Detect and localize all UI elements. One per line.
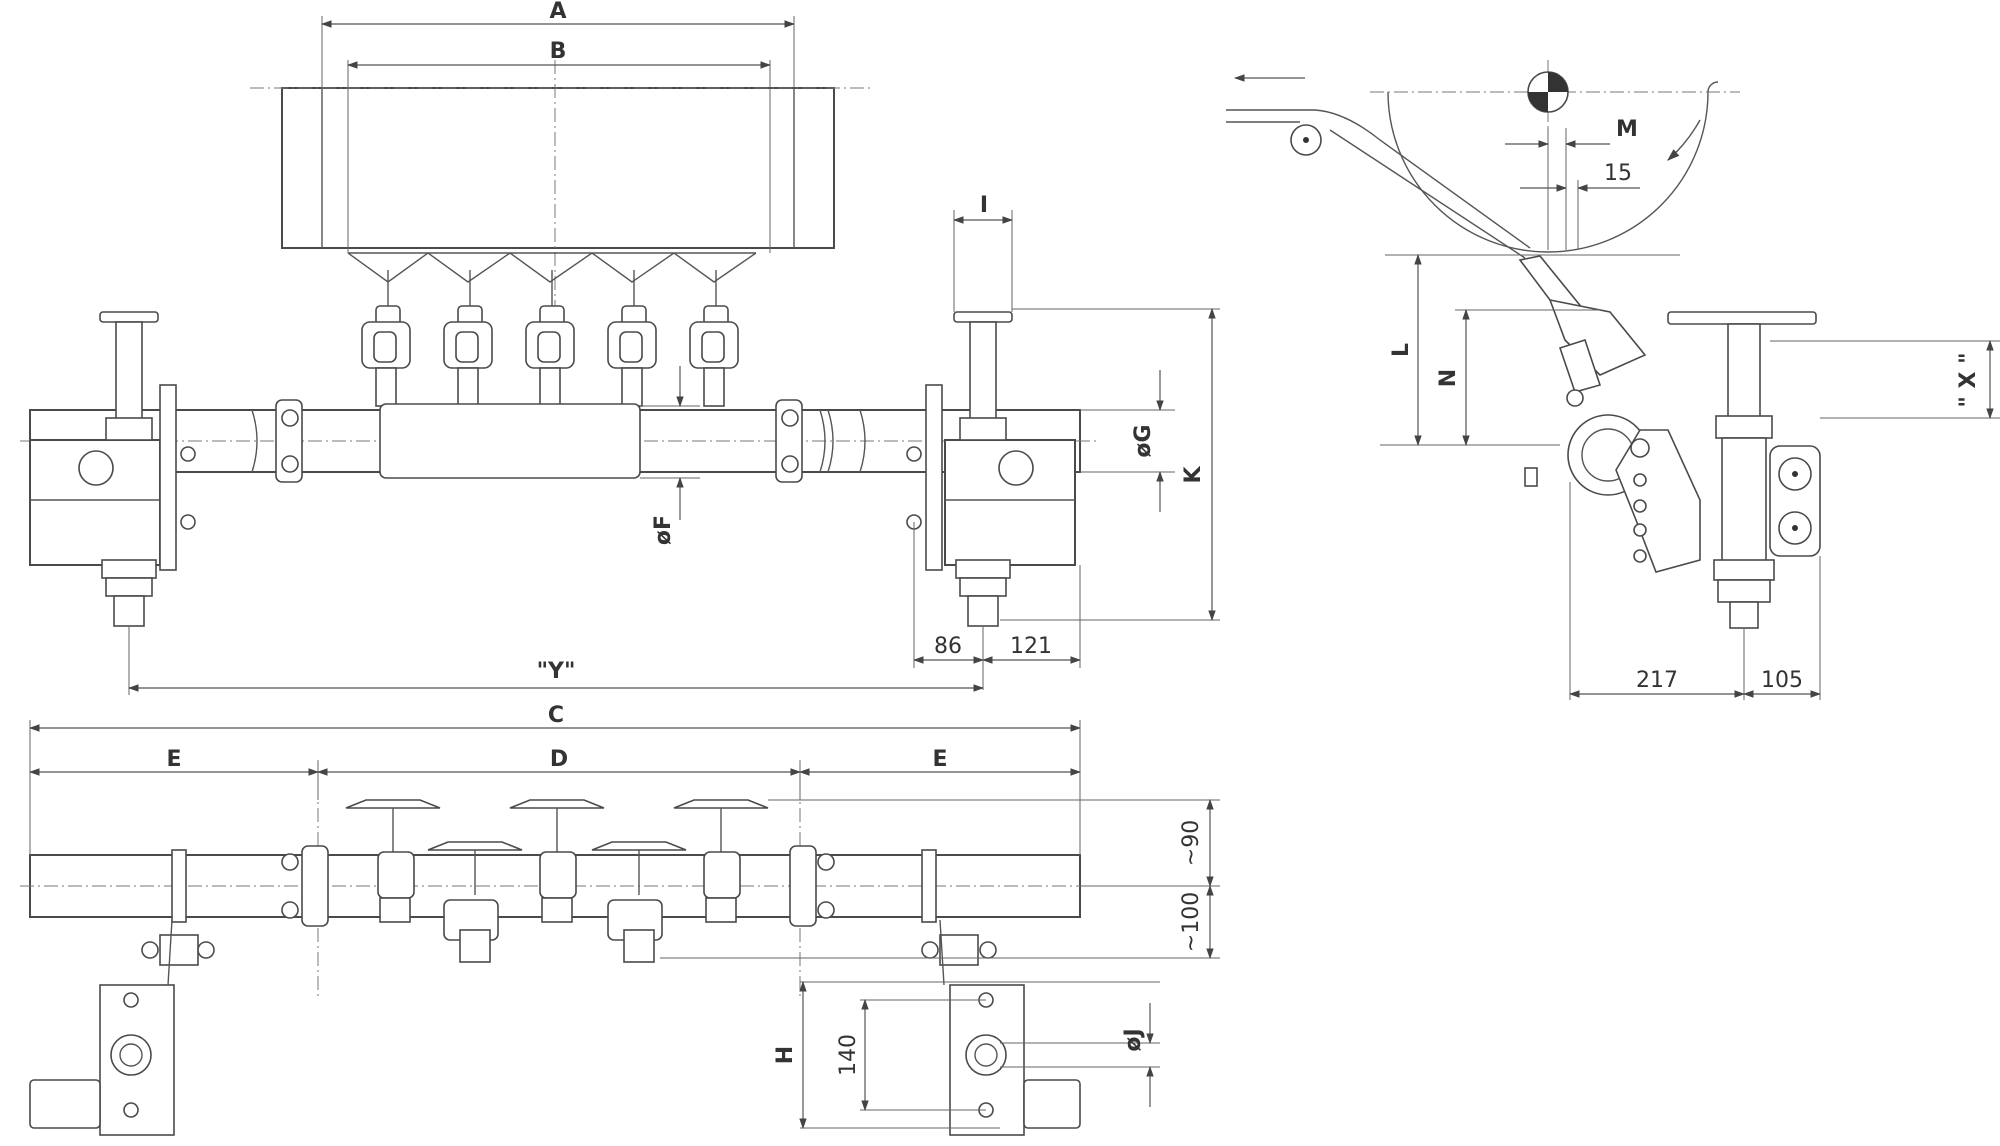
left-mount-plate: [29, 849, 215, 1136]
value-121: 121: [1010, 634, 1052, 659]
holder-4: [607, 270, 657, 407]
label-e-left: E: [166, 747, 181, 772]
holder-2: [443, 270, 493, 407]
value-86: 86: [934, 634, 962, 659]
top-view: [20, 720, 1220, 1136]
label-n: N: [1436, 369, 1461, 387]
holder-5: [689, 270, 739, 407]
value-100: ~100: [1179, 892, 1204, 952]
belt-box: [250, 60, 870, 400]
label-e-right: E: [932, 747, 947, 772]
top-view-dimensions: [28, 720, 1220, 1130]
pulley: [1370, 60, 1740, 253]
label-i: I: [980, 193, 988, 218]
label-m: M: [1616, 117, 1638, 142]
left-bracket: [29, 311, 196, 627]
label-b: B: [550, 39, 567, 64]
label-x: " X ": [1956, 352, 1981, 407]
label-l: L: [1389, 343, 1414, 357]
value-217: 217: [1636, 668, 1678, 693]
label-a: A: [549, 0, 566, 24]
belt-path: [1226, 74, 1531, 259]
holder-3: [525, 270, 575, 407]
label-c: C: [548, 703, 564, 728]
scraper-arm: [1518, 255, 1701, 573]
label-d: D: [550, 747, 568, 772]
side-bracket: [1667, 311, 1821, 629]
label-k: K: [1181, 466, 1206, 484]
dimension-labels: A B I K øG øF 86 121 "Y" C E D E ~90 ~10…: [166, 0, 1981, 1076]
value-90: ~90: [1179, 820, 1204, 866]
value-15: 15: [1604, 161, 1632, 186]
label-j: øJ: [1121, 1028, 1146, 1051]
side-view: [1226, 60, 2000, 700]
right-bracket: [906, 311, 1076, 627]
value-140: 140: [836, 1034, 861, 1076]
side-view-dimensions: [1380, 128, 2000, 700]
front-view-dimensions: [127, 16, 1220, 695]
main-tube: [20, 399, 1100, 483]
blade-row: [345, 799, 769, 963]
value-105: 105: [1761, 668, 1803, 693]
label-h: H: [773, 1046, 798, 1064]
label-f: øF: [651, 515, 676, 545]
scraper-segments: [347, 252, 757, 407]
label-y: "Y": [537, 659, 576, 684]
label-g: øG: [1131, 424, 1156, 457]
front-view: [20, 16, 1220, 695]
holder-1: [361, 270, 411, 407]
